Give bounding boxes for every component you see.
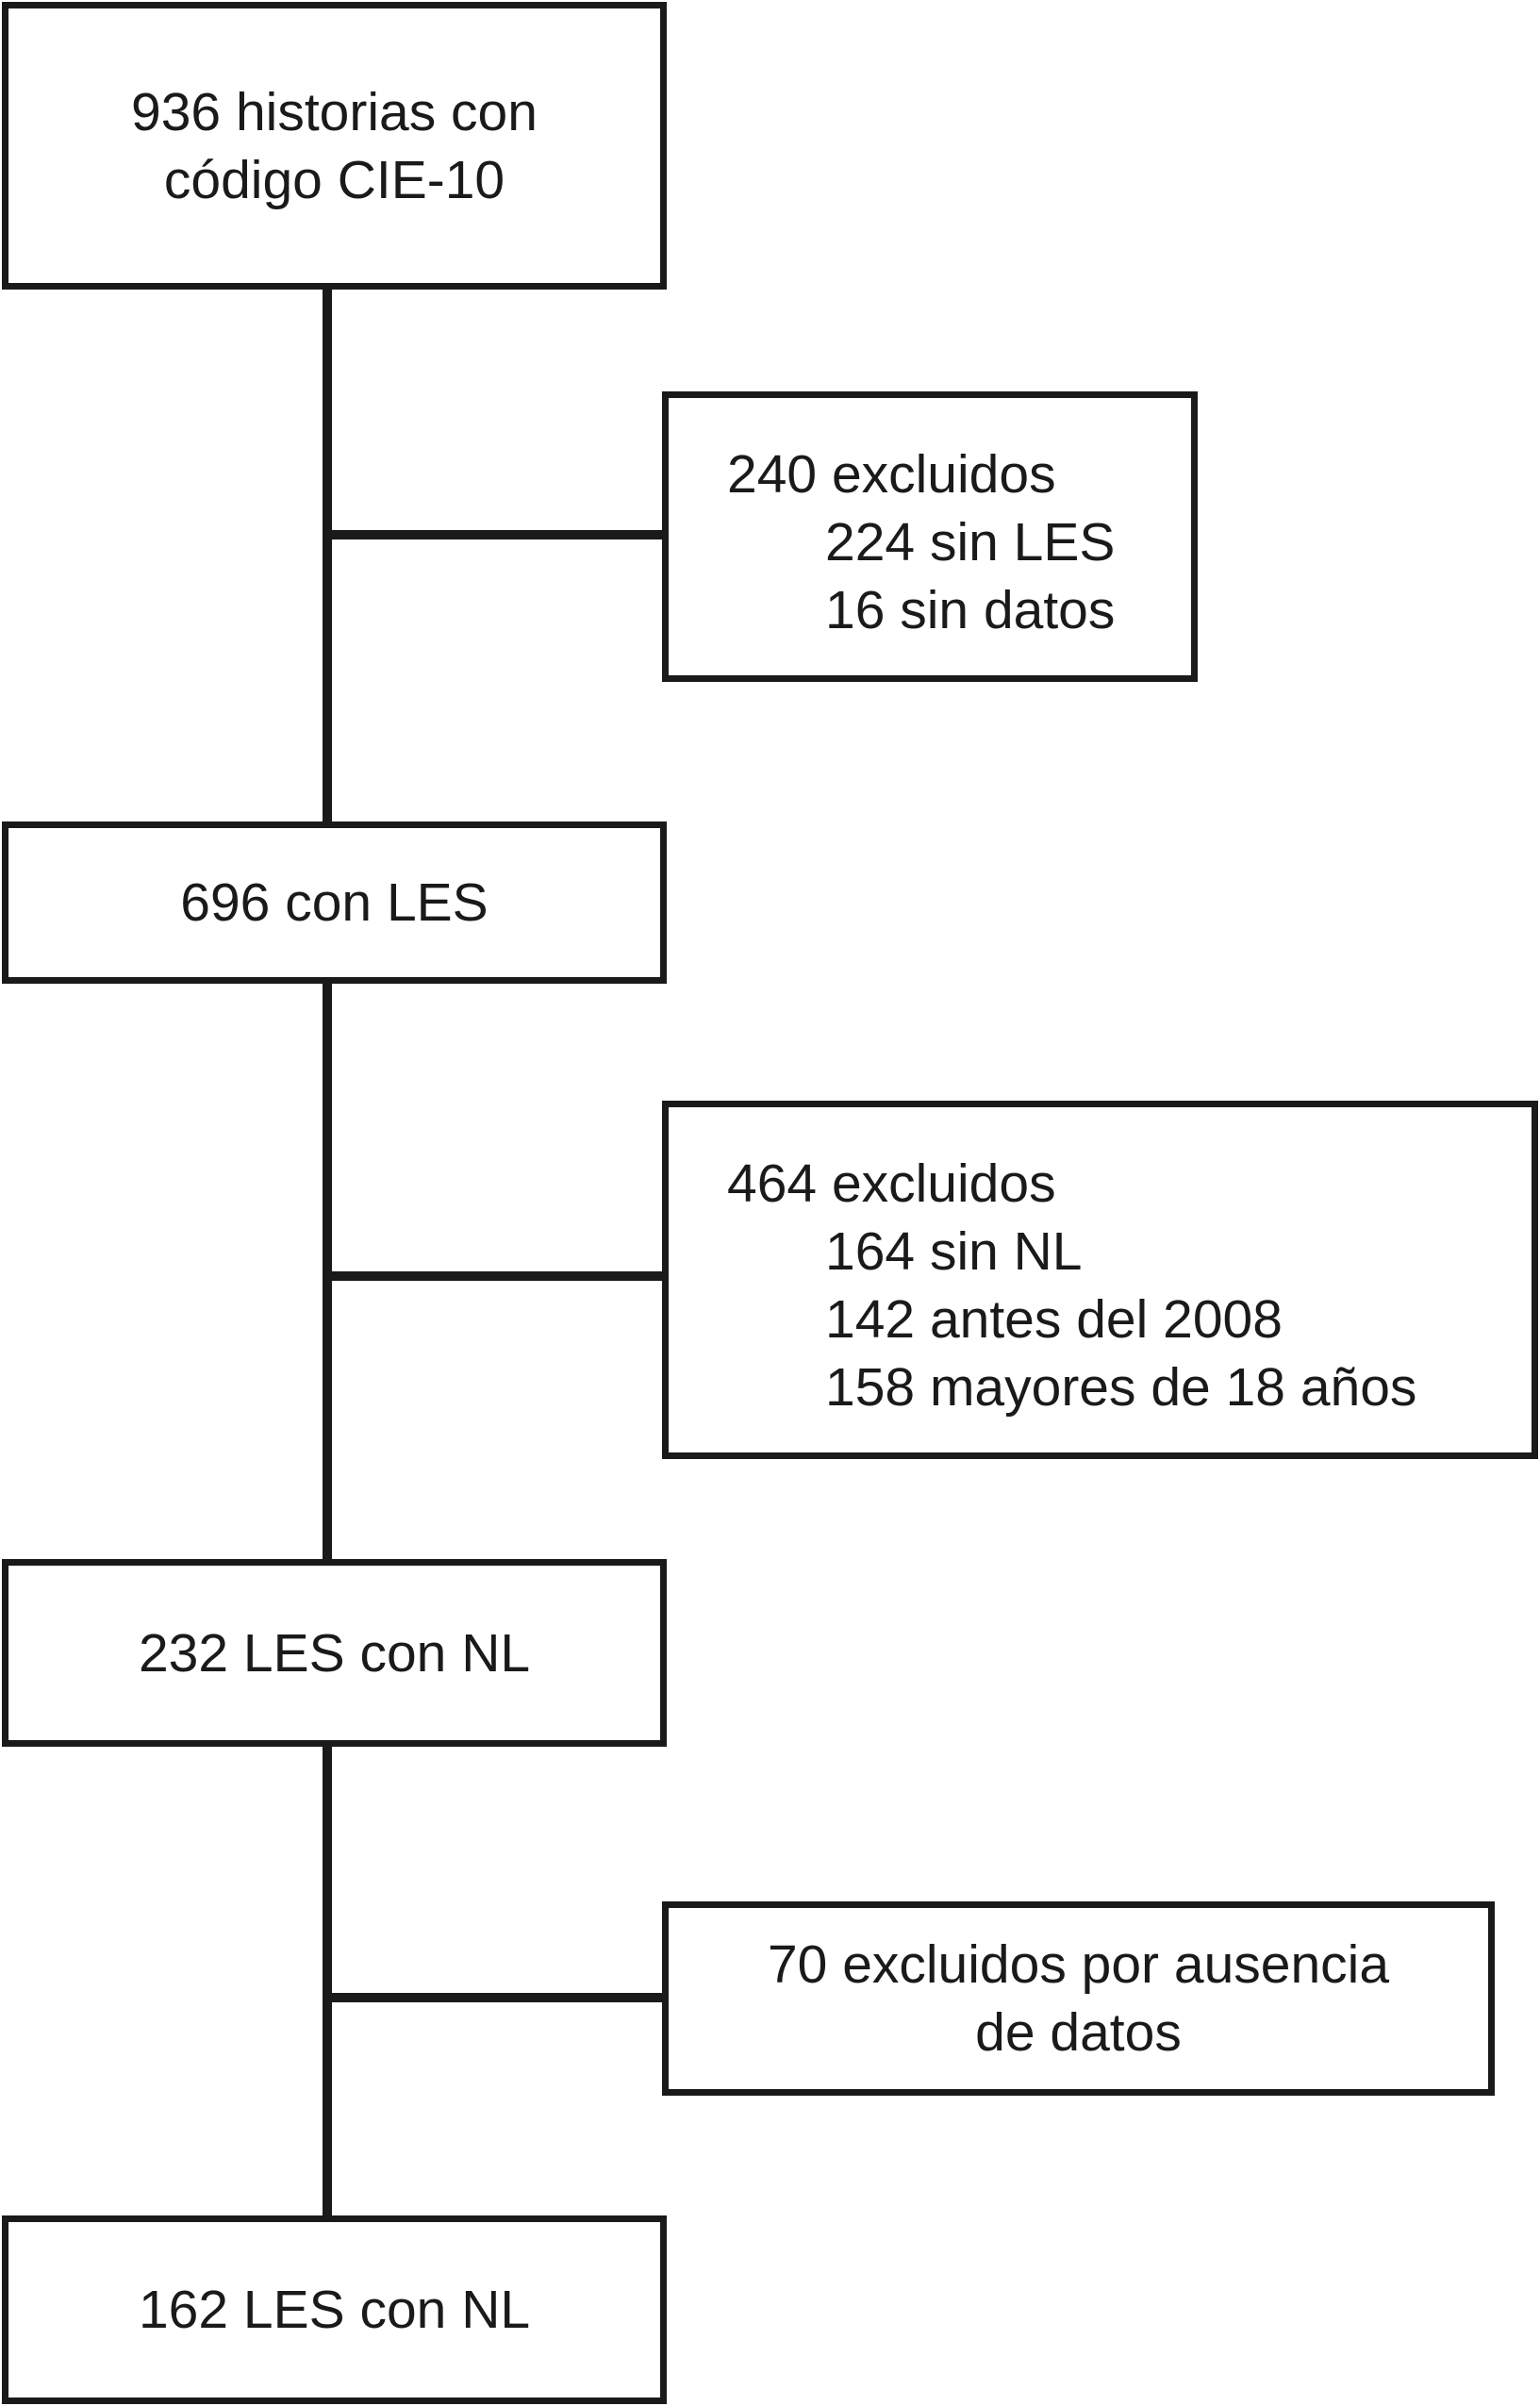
exclusion-box-3: 70 excluidos por ausencia de datos — [662, 1901, 1495, 2096]
connector-branch-3 — [323, 1993, 664, 2002]
connector-vertical-3 — [323, 1745, 332, 2218]
connector-vertical-1 — [323, 286, 332, 825]
step-2-label: 696 con LES — [180, 872, 488, 933]
exclusion-box-3-line-2: de datos — [975, 2002, 1182, 2063]
start-box-line-1: 936 historias con — [131, 81, 538, 142]
final-box: 162 LES con NL — [2, 2215, 667, 2404]
exclusion-box-2-heading: 464 excluidos — [727, 1153, 1056, 1214]
step-2-box: 696 con LES — [2, 821, 667, 984]
exclusion-box-2-item: 142 antes del 2008 — [825, 1289, 1283, 1350]
exclusion-box-2: 464 excluidos 164 sin NL 142 antes del 2… — [662, 1101, 1538, 1459]
exclusion-box-1: 240 excluidos 224 sin LES 16 sin datos — [662, 391, 1198, 682]
exclusion-box-1-item: 224 sin LES — [825, 512, 1116, 572]
connector-branch-2 — [323, 1271, 664, 1281]
exclusion-box-3-line-1: 70 excluidos por ausencia — [767, 1934, 1390, 1995]
final-label: 162 LES con NL — [138, 2280, 531, 2340]
exclusion-box-2-item: 158 mayores de 18 años — [825, 1357, 1417, 1418]
exclusion-box-1-item: 16 sin datos — [825, 580, 1116, 640]
connector-branch-1 — [323, 530, 664, 539]
exclusion-box-2-item: 164 sin NL — [825, 1221, 1083, 1282]
start-box: 936 historias con código CIE-10 — [2, 2, 667, 290]
step-3-box: 232 LES con NL — [2, 1559, 667, 1747]
start-box-line-2: código CIE-10 — [163, 149, 505, 210]
step-3-label: 232 LES con NL — [138, 1622, 531, 1684]
exclusion-box-1-heading: 240 excluidos — [727, 444, 1056, 505]
